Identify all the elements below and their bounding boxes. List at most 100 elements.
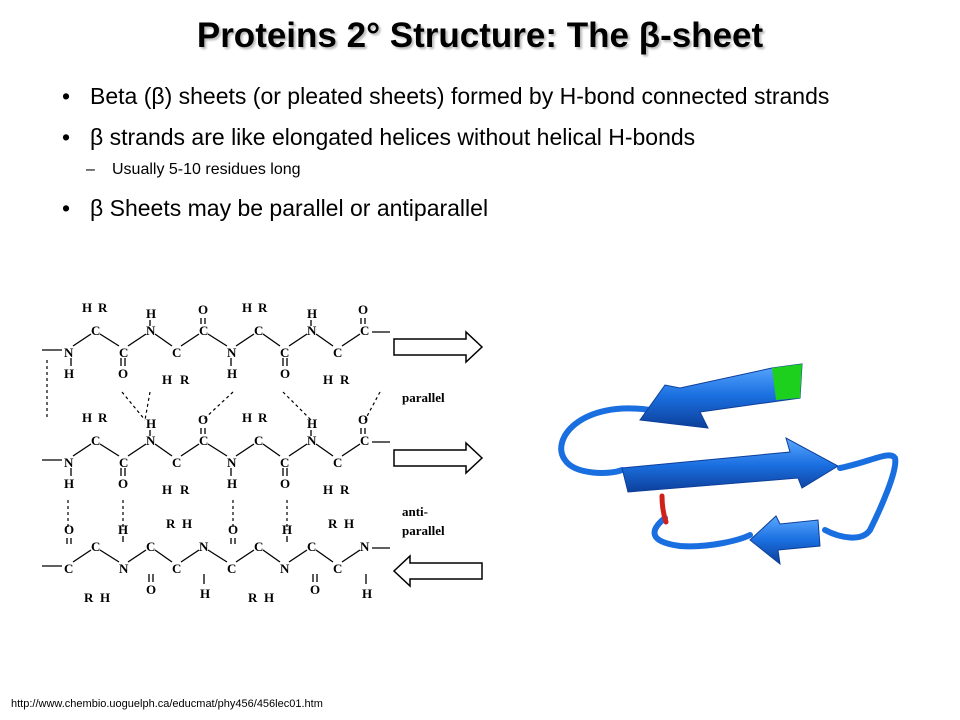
atom-label: R — [84, 590, 94, 605]
atom-label: H — [64, 476, 74, 491]
bond-line — [315, 549, 334, 563]
bond-line — [262, 333, 281, 347]
atom-label: H — [162, 482, 172, 497]
bond-line — [72, 443, 92, 457]
atom-label: R — [258, 410, 268, 425]
bond-line — [99, 549, 120, 563]
atom-label: N — [307, 323, 317, 338]
atom-label: C — [333, 455, 342, 470]
atom-label: H — [162, 372, 172, 387]
atom-label: N — [227, 345, 237, 360]
loop-left — [558, 405, 653, 476]
atom-label: O — [280, 366, 290, 381]
bond-line — [341, 549, 361, 563]
atom-label: O — [64, 522, 74, 537]
atom-label: H — [307, 416, 317, 431]
bullet-item: • β Sheets may be parallel or antiparall… — [62, 194, 882, 223]
atom-label: H — [242, 300, 252, 315]
atom-label: N — [280, 561, 290, 576]
atom-label: C — [172, 561, 181, 576]
bond-line — [235, 443, 255, 457]
slide-title: Proteins 2° Structure: The β-sheet — [196, 16, 764, 55]
atom-label: N — [360, 539, 370, 554]
atom-label: H — [264, 590, 274, 605]
bullet-text: Beta (β) sheets (or pleated sheets) form… — [90, 83, 830, 109]
atom-label: H — [307, 306, 317, 321]
atom-label: C — [199, 323, 208, 338]
atom-label: R — [180, 372, 190, 387]
bond-line — [99, 333, 120, 347]
atom-label: C — [172, 345, 181, 360]
bond-line — [99, 443, 120, 457]
atom-label: H — [282, 522, 292, 537]
atom-label: C — [119, 455, 128, 470]
bond-line — [154, 549, 173, 563]
atom-label: H — [100, 590, 110, 605]
atom-label: R — [166, 516, 176, 531]
source-url: http://www.chembio.uoguelph.ca/educmat/p… — [11, 698, 323, 710]
atom-label: C — [360, 433, 369, 448]
bond-line — [315, 333, 334, 347]
atom-label: H — [323, 372, 333, 387]
bullet-text: β strands are like elongated helices wit… — [90, 124, 696, 150]
atom-label: H — [227, 476, 237, 491]
bond-line — [72, 549, 92, 563]
sub-bullet-item: – Usually 5-10 residues long — [62, 160, 882, 180]
bond-line — [154, 333, 173, 347]
atom-label: R — [340, 372, 350, 387]
bond-line — [341, 333, 361, 347]
atom-label: H — [82, 300, 92, 315]
atom-label: C — [254, 539, 263, 554]
atom-label: C — [146, 539, 155, 554]
h-bond-line — [121, 391, 146, 421]
bullet-marker: • — [62, 83, 71, 109]
atom-label: R — [98, 410, 108, 425]
bond-line — [341, 443, 361, 457]
atom-label: N — [146, 323, 156, 338]
strand-middle — [621, 436, 840, 493]
atom-label: R — [340, 482, 350, 497]
atom-label: N — [119, 561, 129, 576]
h-bond-line — [144, 391, 151, 421]
bond-line — [180, 443, 200, 457]
atom-label: C — [172, 455, 181, 470]
bond-line — [262, 549, 281, 563]
atom-label: O — [228, 522, 238, 537]
bullet-list: • Beta (β) sheets (or pleated sheets) fo… — [62, 82, 882, 235]
atom-label: C — [280, 345, 289, 360]
bond-line — [288, 443, 308, 457]
atom-label: O — [118, 476, 128, 491]
bond-line — [72, 333, 92, 347]
bullet-text: β Sheets may be parallel or antiparallel — [90, 195, 489, 221]
atom-label: N — [64, 455, 74, 470]
atom-label: O — [358, 302, 368, 317]
atom-label: R — [180, 482, 190, 497]
atom-label: N — [199, 539, 209, 554]
strand-arrows — [392, 330, 484, 588]
atom-label: H — [146, 416, 156, 431]
bond-line — [288, 549, 308, 563]
ribbon-diagram — [558, 363, 899, 566]
bond-line — [207, 549, 228, 563]
bond-line — [262, 443, 281, 457]
bond-line — [154, 443, 173, 457]
atom-label: O — [198, 412, 208, 427]
strand-bottom — [749, 515, 821, 566]
arrow-right-2 — [393, 441, 484, 475]
sub-bullet-text: Usually 5-10 residues long — [112, 161, 301, 178]
bond-line — [288, 333, 308, 347]
atom-label: O — [310, 582, 320, 597]
label-parallel: parallel — [402, 390, 445, 405]
bullet-marker: • — [62, 124, 71, 150]
loop-right — [822, 452, 899, 541]
atom-label: C — [254, 323, 263, 338]
atom-label: R — [258, 300, 268, 315]
h-bond-line — [202, 391, 234, 421]
bond-line — [207, 333, 228, 347]
arrow-left-3 — [392, 554, 483, 588]
atom-label: O — [146, 582, 156, 597]
atom-label: H — [182, 516, 192, 531]
atom-label: C — [333, 345, 342, 360]
atom-label: H — [344, 516, 354, 531]
bond-line — [127, 443, 147, 457]
